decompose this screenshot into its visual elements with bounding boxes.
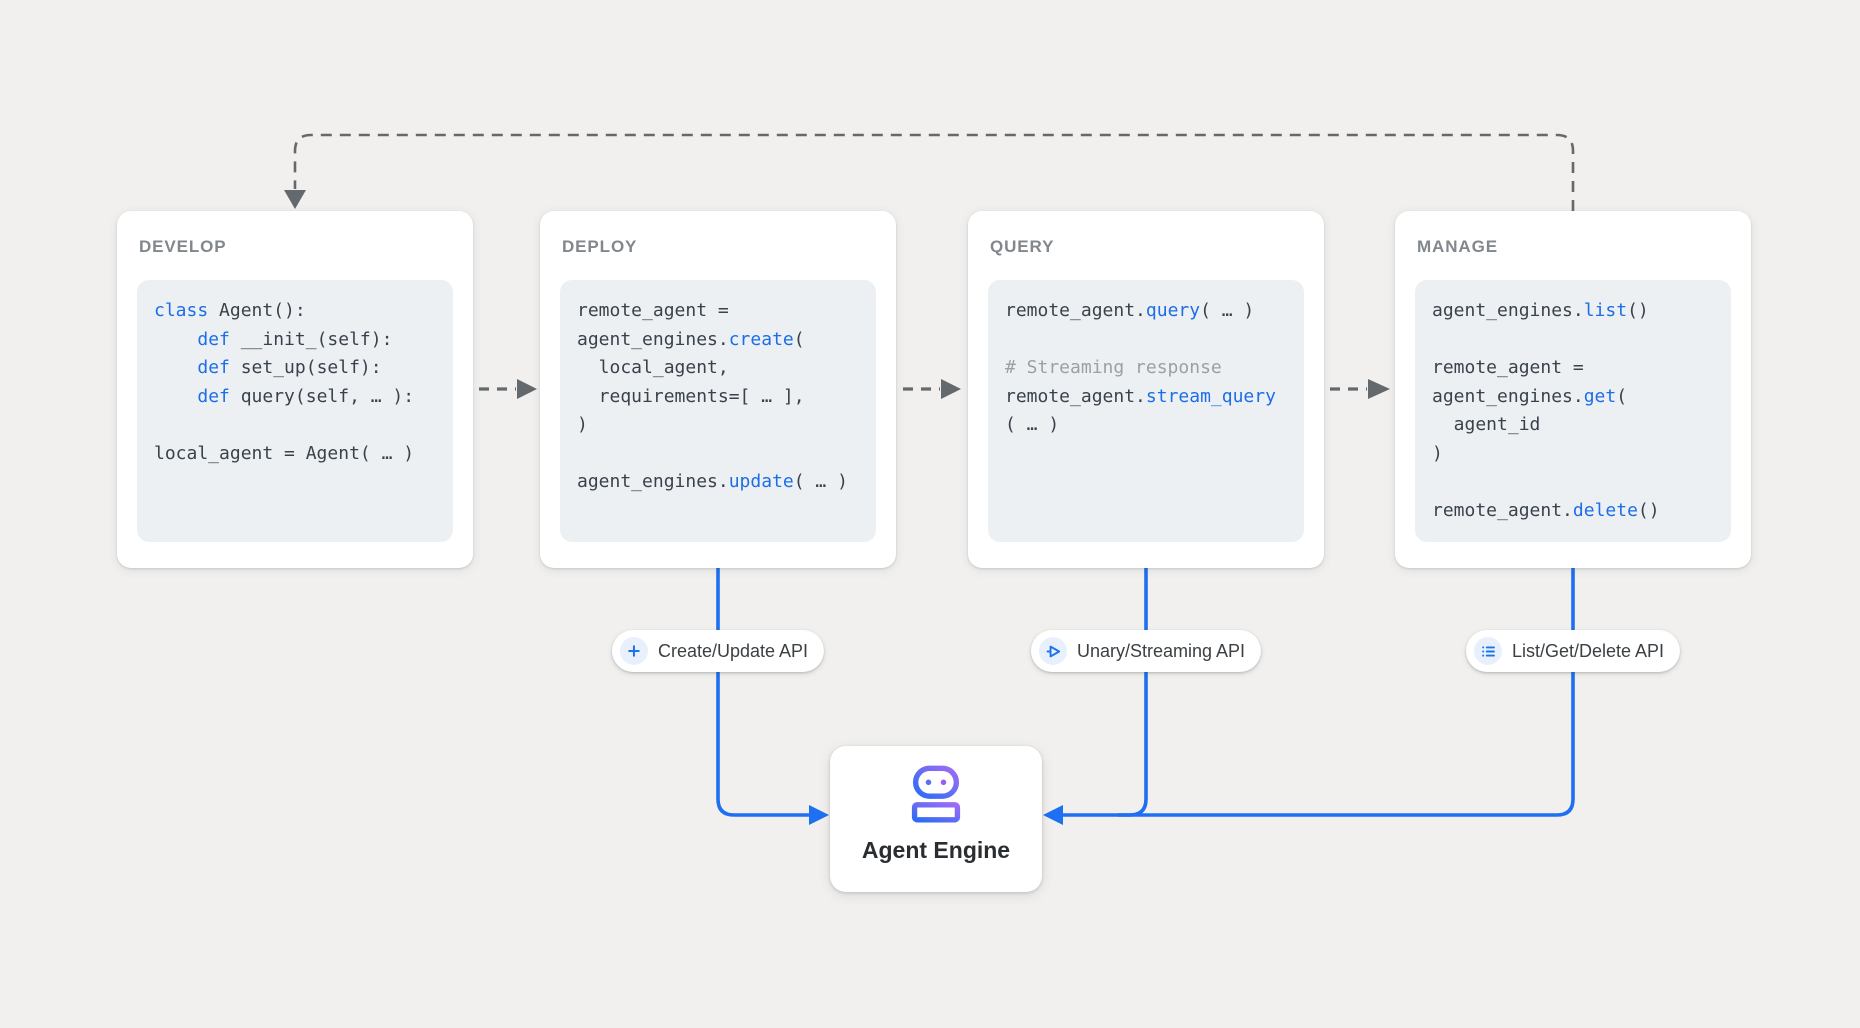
stage-title: MANAGE xyxy=(1417,237,1498,256)
flow-arrow-query-to-manage xyxy=(1330,379,1390,399)
connector-query-to-engine xyxy=(1118,568,1148,817)
api-badge-label: Create/Update API xyxy=(657,640,809,661)
code-line: def set_up(self): xyxy=(197,357,382,378)
stage-title: DEVELOP xyxy=(139,237,227,256)
stage-card-query: QUERY remote_agent.query( … ) # Streamin… xyxy=(968,211,1324,568)
api-badge-create-update: Create/Update API xyxy=(611,630,825,672)
code-line: remote_agent = xyxy=(1432,357,1584,378)
code-line: # Streaming response xyxy=(1005,357,1222,378)
code-line: requirements=[ … ], xyxy=(577,385,805,407)
api-badge-label: List/Get/Delete API xyxy=(1511,640,1665,661)
code-line: ) xyxy=(1432,442,1443,464)
api-badge-unary-streaming: Unary/Streaming API xyxy=(1030,630,1262,672)
api-badge-label: Unary/Streaming API xyxy=(1076,640,1246,661)
code-line: ( … ) xyxy=(1005,414,1060,435)
code-snippet-develop: class Agent(): def __init_(self): def se… xyxy=(137,280,453,542)
code-line: remote_agent = xyxy=(577,300,729,321)
code-line: remote_agent.delete() xyxy=(1432,499,1660,521)
code-snippet-query: remote_agent.query( … ) # Streaming resp… xyxy=(988,280,1304,542)
code-line xyxy=(1005,326,1288,355)
code-line: local_agent = Agent( … ) xyxy=(154,442,415,464)
arrowhead-right-icon xyxy=(517,379,537,399)
code-line: remote_agent.stream_query xyxy=(1005,385,1276,407)
arrowhead-left-icon xyxy=(1043,805,1063,825)
api-badge-list-get-delete: List/Get/Delete API xyxy=(1465,630,1681,672)
arrowhead-right-icon xyxy=(809,805,829,825)
connector-manage-to-engine xyxy=(1043,568,1575,825)
stage-card-deploy: DEPLOY remote_agent = agent_engines.creat… xyxy=(540,211,896,568)
code-line: agent_engines.list() xyxy=(1432,300,1649,321)
arrowhead-right-icon xyxy=(941,379,961,399)
stage-title: DEPLOY xyxy=(562,237,638,256)
code-line: class Agent(): xyxy=(154,300,306,321)
code-line: def query(self, … ): xyxy=(197,385,415,407)
code-line: remote_agent.query( … ) xyxy=(1005,300,1255,321)
stage-title: QUERY xyxy=(990,237,1055,256)
code-line: local_agent, xyxy=(577,357,729,378)
stage-card-manage: MANAGE agent_engines.list() remote_agent… xyxy=(1395,211,1751,568)
code-line xyxy=(154,411,437,440)
code-line: ) xyxy=(577,414,588,435)
robot-icon xyxy=(908,763,964,828)
code-line: def __init_(self): xyxy=(197,328,393,350)
code-line: agent_engines.get( xyxy=(1432,385,1628,407)
stage-card-develop: DEVELOP class Agent(): def __init_(self)… xyxy=(117,211,473,568)
arrowhead-down-icon xyxy=(284,190,306,209)
connector-deploy-to-engine xyxy=(716,568,829,825)
code-snippet-deploy: remote_agent = agent_engines.create( loca… xyxy=(560,280,876,542)
code-snippet-manage: agent_engines.list() remote_agent = agent… xyxy=(1415,280,1731,542)
code-line: agent_id xyxy=(1432,414,1541,435)
arrowhead-right-icon xyxy=(1368,379,1390,399)
feedback-loop-dashed-arrow xyxy=(284,133,1575,211)
list-icon xyxy=(1473,637,1502,665)
agent-engine-label: Agent Engine xyxy=(861,837,1011,863)
plus-icon xyxy=(619,637,648,665)
agent-engine-node: Agent Engine xyxy=(830,746,1042,892)
code-line xyxy=(1432,326,1715,355)
send-icon xyxy=(1038,637,1067,665)
code-line: agent_engines.update( … ) xyxy=(577,471,848,492)
code-line: agent_engines.create( xyxy=(577,328,805,350)
code-line xyxy=(1432,468,1715,497)
flow-arrow-develop-to-deploy xyxy=(479,379,537,399)
code-line xyxy=(577,440,860,469)
flow-arrow-deploy-to-query xyxy=(903,379,961,399)
